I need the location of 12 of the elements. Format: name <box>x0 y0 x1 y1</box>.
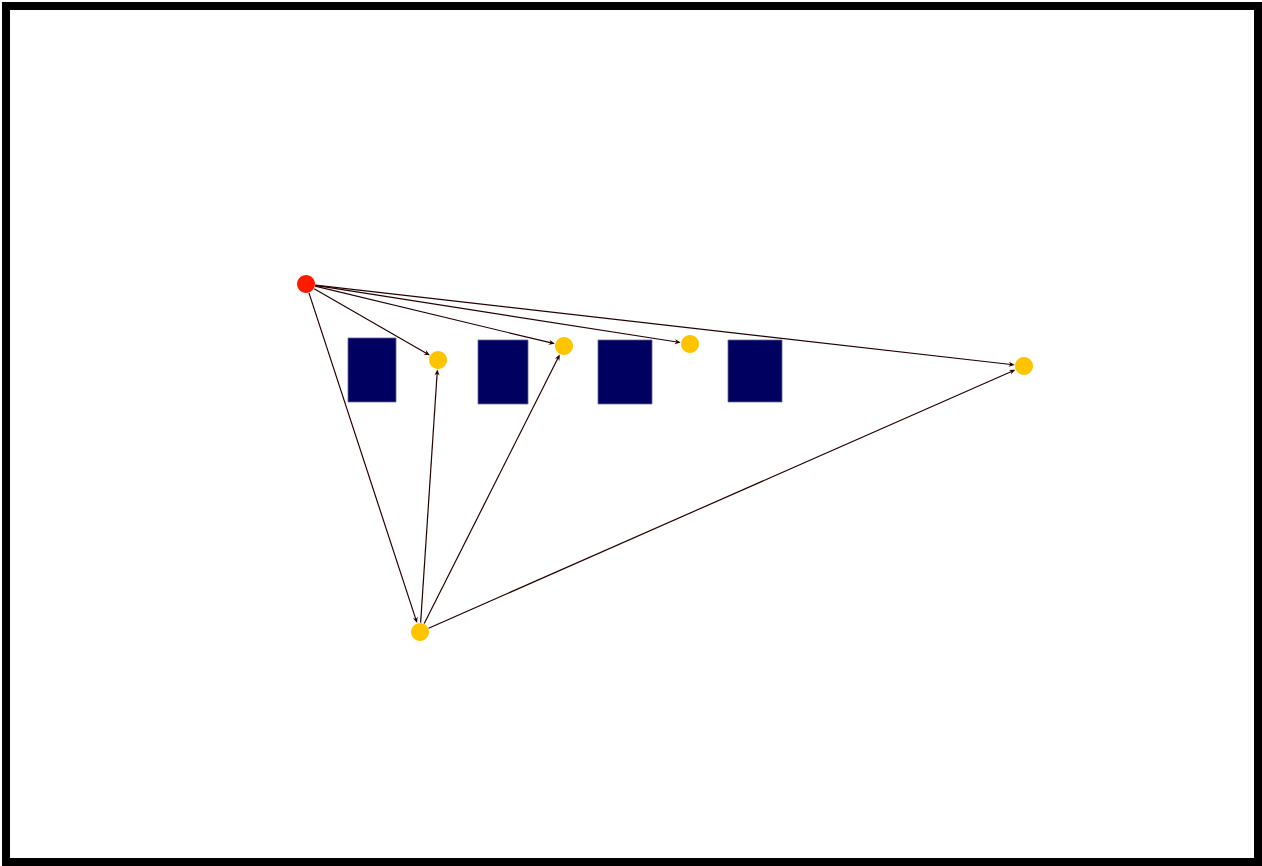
dot-marker <box>411 623 429 641</box>
arrow <box>313 288 430 356</box>
dot-marker <box>297 275 315 293</box>
bar-block <box>597 339 653 405</box>
bar-block <box>727 339 783 403</box>
arrow <box>314 285 555 345</box>
dot-marker <box>681 335 699 353</box>
dot-marker <box>1015 357 1033 375</box>
dot-marker <box>429 351 447 369</box>
bar-block <box>477 339 529 405</box>
dot-marker <box>555 337 573 355</box>
bar-block <box>347 337 397 403</box>
